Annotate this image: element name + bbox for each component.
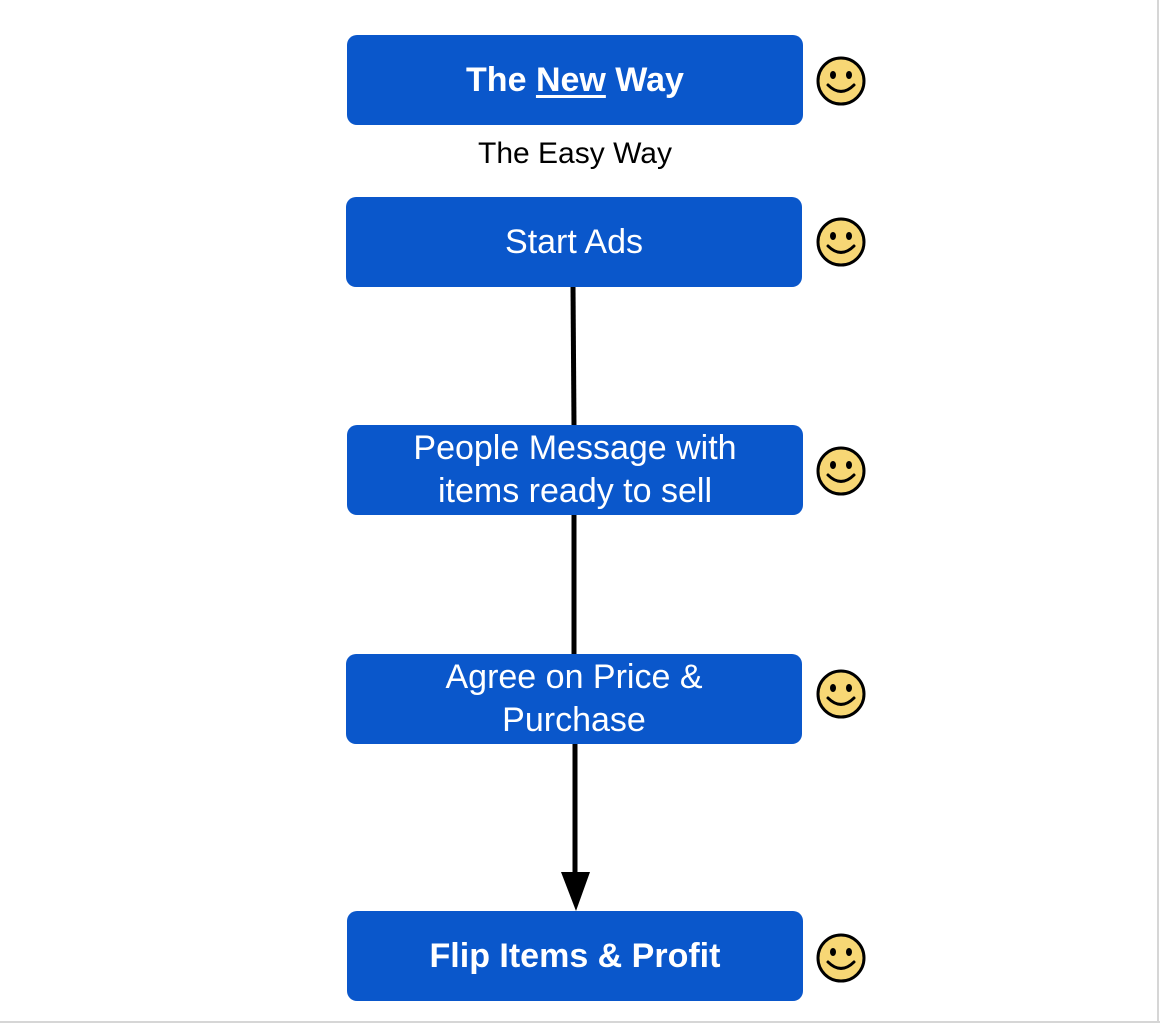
step-box-start-ads: Start Ads: [346, 197, 802, 287]
smiley-face-icon: [816, 217, 866, 267]
smiley-face-icon: [816, 933, 866, 983]
smiley-face-icon: [816, 669, 866, 719]
subtitle-easy-way: The Easy Way: [478, 137, 672, 170]
smiley-face-icon: [816, 56, 866, 106]
title-emphasis: New: [535, 60, 606, 99]
connector-start-ads-to-people-message: [570, 285, 577, 427]
title-prefix: The: [466, 60, 536, 99]
step-label-flip-items: Flip Items & Profit: [429, 936, 721, 975]
title-suffix: Way: [605, 60, 684, 99]
canvas-bottom-edge: [0, 1021, 1160, 1023]
title-box-new-way: The New Way: [347, 35, 803, 125]
canvas-right-edge: [1157, 0, 1159, 1022]
arrowhead-flip-items: [561, 872, 590, 911]
smiley-face-icon: [816, 446, 866, 496]
step-box-agree-price: Agree on Price & Purchase: [346, 654, 802, 744]
title-box-label: The New Way: [466, 59, 684, 102]
step-box-people-message: People Message with items ready to sell: [347, 425, 803, 515]
step-label-agree-price: Agree on Price & Purchase: [445, 658, 703, 739]
step-label-start-ads: Start Ads: [505, 222, 643, 261]
step-label-people-message: People Message with items ready to sell: [413, 429, 737, 510]
step-box-flip-items: Flip Items & Profit: [347, 911, 803, 1001]
